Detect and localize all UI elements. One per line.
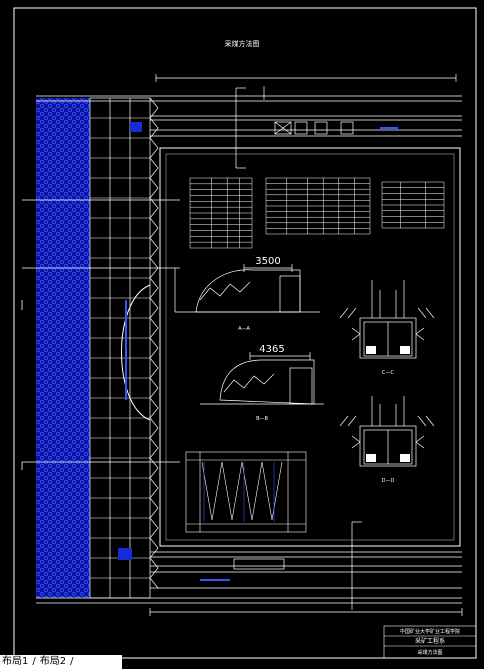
title-block-org: 中国矿业大学矿业工程学院 [400, 628, 460, 635]
layout-tab-bar: 布局1/布局2/ [0, 655, 122, 669]
section-mark-b: B—B [256, 416, 268, 422]
top-roadway [36, 74, 462, 169]
leader-lines [21, 199, 180, 470]
dim-section-1: 3500 [255, 256, 280, 267]
section-mark-d: D—D [382, 478, 395, 484]
title-block-name: 采煤方法图 [417, 649, 442, 656]
tab-tail: / [70, 656, 74, 667]
tab-separator: / [32, 656, 36, 667]
goaf-grid [89, 97, 151, 599]
working-face-bulge [121, 284, 151, 421]
data-tables [189, 177, 445, 249]
roof-caving-line [149, 97, 159, 589]
sheet-frame [13, 7, 477, 659]
section-a-a [174, 264, 320, 313]
bottom-roadway [36, 521, 463, 616]
goaf-grid-rows [90, 117, 150, 579]
title-block [383, 625, 477, 659]
coal-seam-hatch [36, 98, 90, 598]
section-c-c [339, 280, 435, 359]
title-block-project: 采矿工程系 [415, 637, 445, 645]
section-mark-a: A—A [238, 326, 250, 332]
drawing-title: 采煤方法图 [225, 39, 260, 48]
section-b-b [200, 352, 324, 405]
tab-layout-1[interactable]: 布局1 [2, 656, 29, 667]
dim-section-2: 4365 [259, 344, 284, 355]
section-d-d [339, 396, 435, 467]
section-mark-c: C—C [382, 370, 394, 376]
tab-layout-2[interactable]: 布局2 [39, 656, 67, 667]
cycle-chart [185, 451, 307, 533]
panel-boundary [159, 147, 461, 547]
